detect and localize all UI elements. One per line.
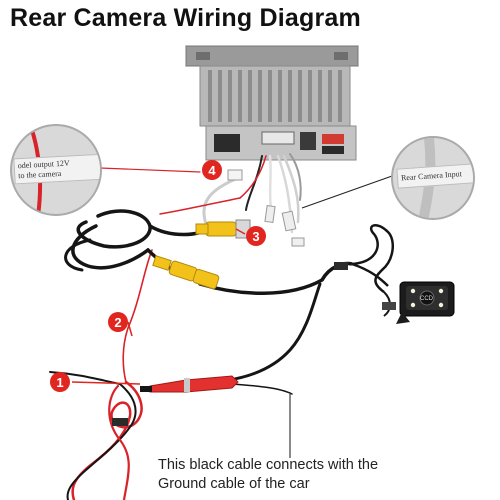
marker-1-label: 1 <box>56 375 63 390</box>
wiring-harness <box>239 153 305 247</box>
marker-1: 1 <box>50 372 70 392</box>
callout-power-output: odel output 12V to the camera <box>10 124 102 216</box>
head-unit <box>185 45 359 161</box>
callout-left-label: odel output 12V to the camera <box>13 153 100 185</box>
power-wire-red <box>99 167 241 383</box>
callout-pointers <box>71 175 393 385</box>
inline-power-connector <box>140 375 239 393</box>
rca-connector-lower <box>152 255 220 290</box>
marker-4-label: 4 <box>208 163 216 178</box>
ground-cable-caption: This black cable connects with the Groun… <box>158 456 428 494</box>
marker-2-label: 2 <box>114 315 121 330</box>
camera-assembly: CCD <box>320 224 455 324</box>
power-ground-cable <box>66 380 293 500</box>
heatsink-fins <box>208 70 342 122</box>
extension-cable-black <box>49 209 324 385</box>
marker-4: 4 <box>202 160 222 180</box>
marker-3: 3 <box>246 226 266 246</box>
caption-line-2: Ground cable of the car <box>158 476 310 492</box>
diagram-title: Rear Camera Wiring Diagram <box>10 4 361 32</box>
camera-lens-label: CCD <box>420 296 434 302</box>
callout-camera-input: Rear Camera Input <box>391 136 475 220</box>
marker-3-label: 3 <box>252 229 259 244</box>
caption-line-1: This black cable connects with the <box>158 457 379 473</box>
head-unit-video-cable <box>202 169 243 225</box>
marker-2: 2 <box>108 312 128 332</box>
